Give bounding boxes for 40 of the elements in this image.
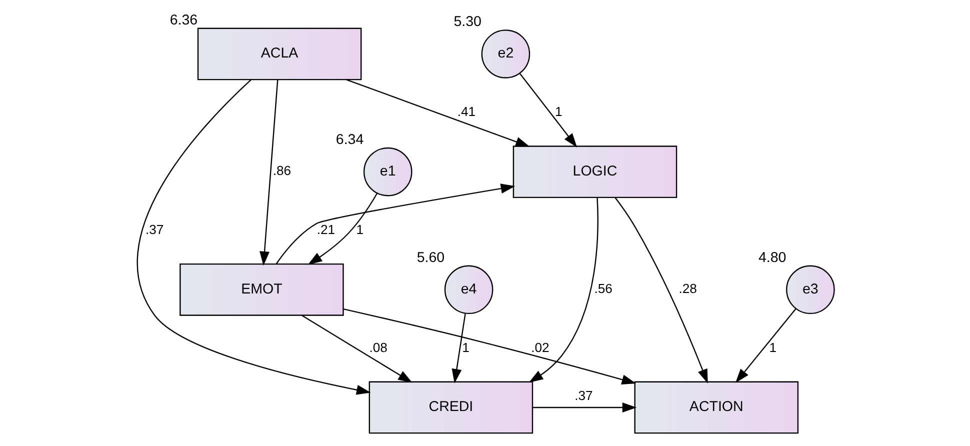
node-circle: e1: [362, 147, 412, 196]
arrow: [275, 184, 515, 264]
edge-label: .21: [316, 222, 335, 238]
node-label: 6.36: [169, 12, 198, 28]
arrow: [734, 308, 796, 383]
arrow: [342, 308, 636, 384]
edge-label: .28: [678, 280, 696, 296]
arrow: [346, 79, 530, 147]
edge-label: .37: [144, 222, 164, 238]
edge-label: 1: [356, 222, 364, 238]
node-box: ACLA: [196, 28, 362, 80]
edge-label: .41: [456, 104, 476, 120]
arrow: [307, 193, 378, 265]
node-circle: e4: [444, 265, 493, 314]
edge-label: .86: [272, 163, 291, 178]
edge-label: .02: [530, 340, 549, 355]
edge-label: .37: [574, 388, 592, 404]
edge-label: 1: [554, 104, 562, 120]
node-circle: e2: [480, 30, 530, 78]
node-box: ACTION: [634, 381, 798, 434]
node-circle: e3: [786, 265, 834, 314]
arrow: [532, 402, 636, 412]
arrow: [451, 314, 466, 384]
arrow: [614, 197, 708, 384]
node-label: 4.80: [758, 250, 786, 266]
edge-label: .08: [368, 340, 387, 355]
edge-label: 1: [768, 340, 776, 355]
node-box: EMOT: [179, 263, 344, 316]
node-label: 6.34: [335, 132, 364, 148]
edge-label: .56: [594, 280, 612, 296]
arrow: [301, 314, 412, 383]
arrow: [519, 73, 577, 148]
node-label: 5.60: [416, 250, 444, 266]
arrow: [259, 80, 278, 266]
edge-label: 1: [462, 340, 469, 355]
node-box: CREDI: [368, 381, 533, 434]
arrow: [528, 197, 598, 383]
node-box: LOGIC: [512, 146, 677, 198]
arrow: [136, 79, 370, 395]
node-label: 5.30: [453, 14, 482, 30]
